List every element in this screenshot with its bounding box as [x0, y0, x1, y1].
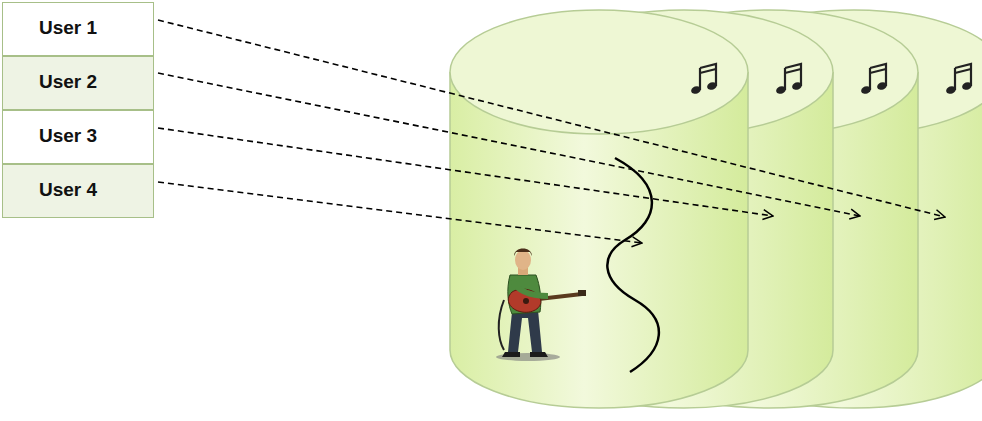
user-label: User 1 — [39, 17, 153, 39]
user-box: User 1 — [2, 2, 154, 56]
storage-cylinder — [450, 10, 748, 408]
user-box: User 2 — [2, 56, 154, 110]
user-label: User 4 — [39, 179, 153, 201]
user-label: User 2 — [39, 71, 153, 93]
guitarist-figure — [496, 249, 586, 362]
user-box: User 3 — [2, 110, 154, 164]
user-box: User 4 — [2, 164, 154, 218]
pointer-arrow — [158, 20, 945, 243]
user-label: User 3 — [39, 125, 153, 147]
